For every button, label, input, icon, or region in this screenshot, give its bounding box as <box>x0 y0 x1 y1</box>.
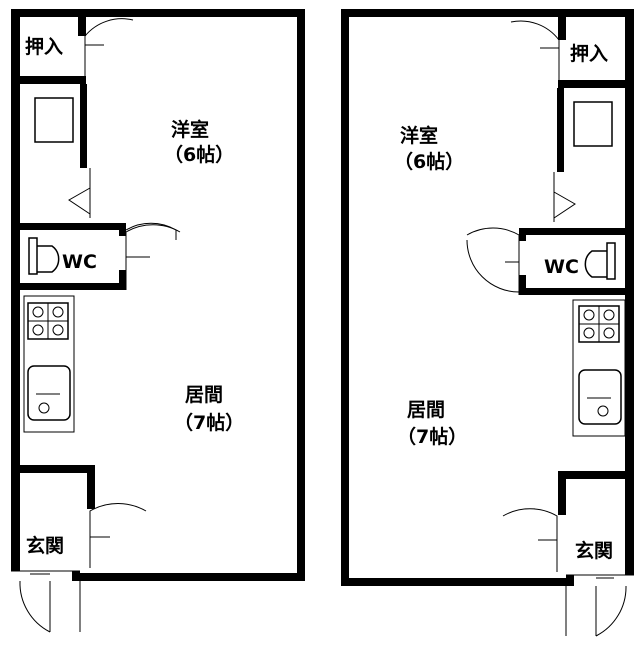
toilet-label: WC <box>544 256 579 278</box>
living-room-name: 居間 <box>185 384 223 406</box>
western-room-size: （6帖） <box>394 150 464 173</box>
entrance-label: 玄関 <box>26 534 64 557</box>
unit-right: 押入 洋室 （6帖） WC 居間 （7帖） 玄関 <box>341 9 634 637</box>
living-room-size: （7帖） <box>397 425 467 448</box>
closet-label: 押入 <box>570 42 608 65</box>
western-room-size: （6帖） <box>164 143 234 166</box>
living-room-name: 居間 <box>407 399 445 421</box>
entrance-label: 玄関 <box>575 539 613 562</box>
closet-label: 押入 <box>25 35 63 58</box>
unit-left: 押入 洋室 （6帖） WC 居間 （7帖） 玄関 <box>11 9 305 633</box>
toilet-label: WC <box>62 251 97 273</box>
living-room-size: （7帖） <box>174 411 244 434</box>
western-room-name: 洋室 <box>400 124 438 147</box>
western-room-name: 洋室 <box>171 118 209 141</box>
